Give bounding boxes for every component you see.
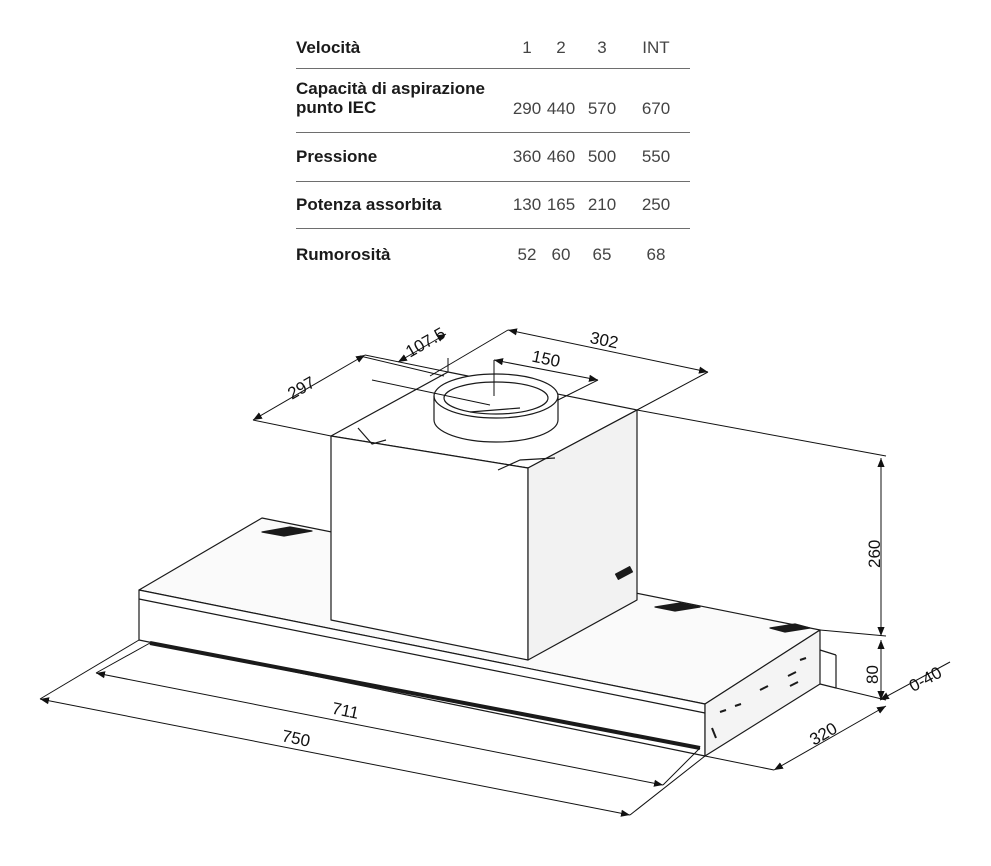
dim-302-arrow (507, 328, 709, 374)
table-header-row: Velocità 1 2 3 INT (296, 28, 690, 69)
dim-80-label: 80 (863, 665, 882, 684)
cell: 570 (587, 99, 617, 118)
cell: 250 (641, 195, 671, 214)
table-row: Pressione 360 460 500 550 (296, 133, 690, 182)
cell: 440 (546, 99, 576, 118)
dim-297-ext (364, 354, 449, 373)
header-speed-3: 3 (597, 38, 607, 57)
dim-260-ext (819, 629, 887, 637)
dim-150-ext (557, 379, 599, 401)
cell: 550 (641, 147, 671, 166)
spec-table: Velocità 1 2 3 INT Capacità di aspirazio… (296, 28, 690, 277)
rail-marker (261, 526, 313, 537)
dim-302-ext (636, 371, 709, 411)
table-row: Potenza assorbita 130 165 210 250 (296, 182, 690, 229)
rail-marker (769, 623, 811, 633)
row-label: Pressione (296, 147, 378, 166)
flue-collar-side (433, 396, 559, 443)
cell: 500 (587, 147, 617, 166)
cell: 360 (512, 147, 542, 166)
dim-711-label: 711 (330, 699, 360, 723)
dim-040-arrow (879, 661, 951, 701)
dim-320-ext (704, 755, 775, 771)
dim-1075-line (359, 355, 445, 377)
dim-297-arrow (252, 354, 366, 421)
dim-260-ext (636, 409, 887, 457)
dimension-lines (39, 328, 951, 817)
table-row: Rumorosità 52 60 65 68 (296, 229, 690, 277)
dim-1075-arrow (397, 333, 447, 363)
dim-320-label: 320 (806, 719, 840, 750)
rail-marker (654, 602, 701, 612)
dim-80-ext (835, 687, 887, 701)
flue-collar-top (433, 373, 559, 419)
dim-750-ext (39, 639, 140, 700)
cell: 65 (592, 245, 612, 264)
cell: 60 (551, 245, 571, 264)
dim-302-ext (429, 329, 509, 377)
motor-box-side (527, 409, 638, 661)
cell: 670 (641, 99, 671, 118)
dim-750-arrow (39, 697, 631, 817)
dim-711-ext (662, 747, 701, 786)
table-row: Capacità di aspirazione punto IEC 290 44… (296, 69, 690, 133)
dim-297-ext (371, 379, 491, 406)
dim-711-ext (95, 642, 151, 674)
corner-bracket (357, 427, 387, 445)
cell: 130 (512, 195, 542, 214)
flue-collar-inner (443, 381, 549, 415)
corner-bracket (497, 457, 556, 471)
header-speed-2: 2 (556, 38, 566, 57)
dim-320-arrow (773, 705, 887, 771)
hood-body (138, 371, 837, 757)
side-vent-holes (711, 657, 807, 739)
row-label: Rumorosità (296, 245, 391, 264)
header-speed-int: INT (642, 38, 670, 57)
switch-slot (614, 565, 634, 581)
cell: 210 (587, 195, 617, 214)
flue-damper (469, 407, 521, 413)
cell: 460 (546, 147, 576, 166)
dim-297-ext (252, 419, 332, 437)
cell: 290 (512, 99, 542, 118)
header-speed-1: 1 (522, 38, 532, 57)
dim-750-ext (629, 755, 706, 816)
dim-260-label: 260 (865, 540, 884, 568)
side-bracket (819, 655, 837, 689)
row-label: Capacità di aspirazione punto IEC (296, 79, 485, 117)
side-bracket (819, 649, 837, 656)
header-label: Velocità (296, 38, 361, 57)
dim-150-arrow (493, 358, 599, 382)
dim-1075-label: 107.5 (402, 324, 448, 362)
cell: 52 (517, 245, 537, 264)
cell: 165 (546, 195, 576, 214)
dim-302-label: 302 (588, 328, 620, 352)
cell: 68 (646, 245, 666, 264)
row-label: Potenza assorbita (296, 195, 442, 214)
